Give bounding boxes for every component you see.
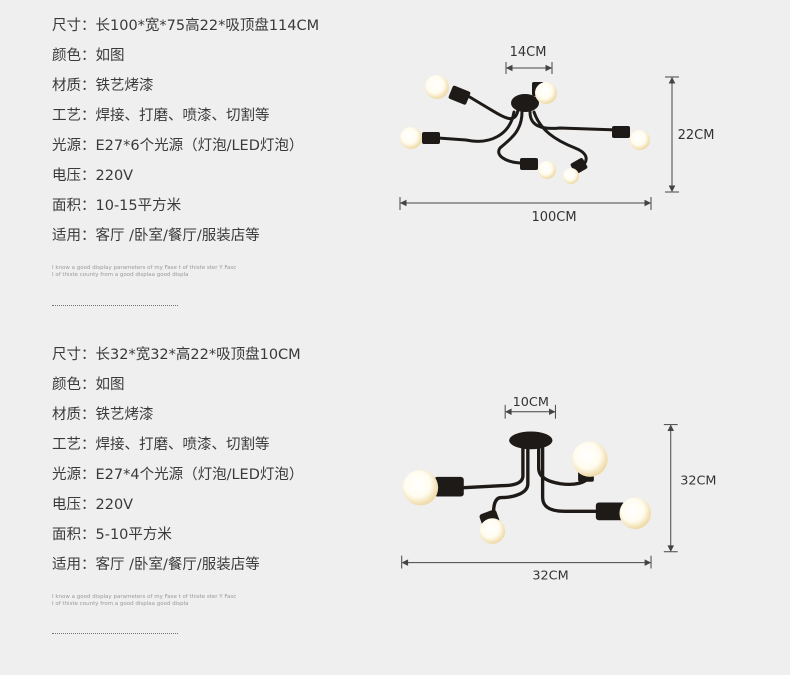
dimension-top-label: 14CM <box>510 45 547 60</box>
dimension-top <box>504 404 556 419</box>
fine-print: I know a good display parameters of my F… <box>52 265 237 278</box>
dimension-bottom <box>401 555 652 569</box>
spec-light-source: 光源：E27*6个光源（灯泡/LED灯泡） <box>52 138 304 154</box>
spec-area: 面积：10-15平方米 <box>52 198 182 214</box>
spec-voltage: 电压：220V <box>52 168 134 184</box>
spec-area: 面积：5-10平方米 <box>52 527 172 543</box>
dimension-top-label: 10CM <box>513 395 549 410</box>
spec-craft: 工艺：焊接、打磨、喷漆、切割等 <box>52 437 270 453</box>
bulb <box>538 161 556 179</box>
dimension-side <box>663 424 678 553</box>
spec-size: 尺寸：长100*宽*75高22*吸顶盘114CM <box>52 18 320 34</box>
spec-light-source: 光源：E27*4个光源（灯泡/LED灯泡） <box>52 467 304 483</box>
bulb <box>535 82 557 104</box>
bulb <box>619 497 652 530</box>
product-spec-section-1: 尺寸：长100*宽*75高22*吸顶盘114CM 颜色：如图 材质：铁艺烤漆 工… <box>0 0 790 330</box>
spec-material: 材质：铁艺烤漆 <box>52 407 154 423</box>
dimension-side-label: 32CM <box>680 474 716 489</box>
bulb <box>425 75 449 99</box>
bulb <box>630 130 650 150</box>
spec-color: 颜色：如图 <box>52 48 125 64</box>
bulb-sockets <box>434 467 626 533</box>
spec-usage: 适用：客厅 /卧室/餐厅/服装店等 <box>52 557 260 573</box>
spec-craft: 工艺：焊接、打磨、喷漆、切割等 <box>52 108 270 124</box>
bulb <box>400 127 422 149</box>
ceiling-canopy <box>511 94 539 112</box>
dimension-bottom <box>399 197 652 210</box>
light-bulbs <box>400 75 650 184</box>
dimension-side-label: 22CM <box>678 128 715 143</box>
light-bulbs <box>402 441 652 544</box>
four-light-fixture-diagram: 10CM 32CM 32CM <box>401 395 716 583</box>
six-light-fixture-diagram: 14CM 22CM 100CM <box>399 45 715 225</box>
dimension-bottom-label: 32CM <box>532 568 568 583</box>
dotted-divider <box>52 305 178 306</box>
dotted-divider <box>52 633 178 634</box>
spec-size: 尺寸：长32*宽32*高22*吸顶盘10CM <box>52 347 301 363</box>
ceiling-canopy <box>509 431 553 450</box>
dimension-top <box>505 62 553 74</box>
bulb <box>402 469 439 506</box>
spec-color: 颜色：如图 <box>52 377 125 393</box>
bulb <box>563 168 579 184</box>
spec-usage: 适用：客厅 /卧室/餐厅/服装店等 <box>52 228 260 244</box>
bulb <box>479 518 506 544</box>
spec-voltage: 电压：220V <box>52 497 134 513</box>
product-spec-section-2: 尺寸：长32*宽32*高22*吸顶盘10CM 颜色：如图 材质：铁艺烤漆 工艺：… <box>0 330 790 675</box>
spec-list: 尺寸：长100*宽*75高22*吸顶盘114CM 颜色：如图 材质：铁艺烤漆 工… <box>52 13 319 253</box>
bulb <box>572 441 608 477</box>
dimension-bottom-label: 100CM <box>531 210 576 225</box>
dimension-side <box>665 76 679 193</box>
spec-material: 材质：铁艺烤漆 <box>52 78 154 94</box>
fine-print: I know a good display parameters of my F… <box>52 594 237 607</box>
spec-list: 尺寸：长32*宽32*高22*吸顶盘10CM 颜色：如图 材质：铁艺烤漆 工艺：… <box>52 342 303 582</box>
